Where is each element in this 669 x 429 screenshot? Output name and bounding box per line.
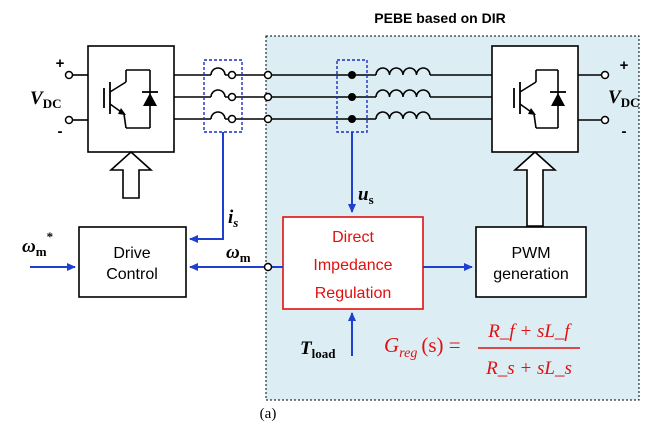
omega-m-label: ωm (226, 242, 251, 265)
dir-line2: Impedance (313, 257, 392, 274)
formula-numerator: R_f + sL_f (487, 321, 572, 342)
formula-lhs: Greg(s) = (384, 333, 461, 361)
omega-m-terminal (263, 262, 273, 272)
transfer-function: Greg(s) = R_f + sL_f R_s + sL_s (384, 321, 580, 379)
right-plus: + (620, 57, 629, 74)
line-terminals (263, 70, 273, 124)
drive-control-block: Drive Control (78, 226, 187, 298)
left-minus: - (58, 123, 63, 140)
right-inverter (491, 45, 579, 153)
dir-line3: Regulation (315, 285, 392, 302)
is-signal-line (189, 132, 224, 243)
dir-line1: Direct (332, 229, 374, 246)
right-dc-terminals: + - VDC (578, 57, 639, 140)
left-dc-terminals: + - VDC (30, 55, 88, 140)
omega-ref-label: ωm* (22, 229, 53, 259)
dir-block: Direct Impedance Regulation (282, 216, 424, 310)
pwm-line2: generation (493, 266, 569, 283)
pwm-line1: PWM (511, 245, 550, 262)
drive-control-line2: Control (106, 266, 158, 283)
figure-caption: (a) (260, 406, 277, 422)
tload-label: Tload (300, 338, 336, 361)
current-sensors (203, 59, 243, 133)
left-hollow-arrow (108, 150, 154, 199)
pwm-block: PWM generation (475, 226, 587, 298)
left-plus: + (56, 55, 65, 72)
us-label: us (358, 184, 374, 207)
region-title: PEBE based on DIR (374, 10, 505, 26)
formula-denominator: R_s + sL_s (485, 358, 572, 379)
right-minus: - (622, 123, 627, 140)
is-label: is (228, 207, 238, 230)
drive-control-line1: Drive (113, 245, 150, 262)
right-hollow-arrow (512, 150, 558, 227)
left-vdc-label: VDC (30, 88, 61, 111)
right-vdc-label: VDC (608, 87, 639, 110)
three-phase-lines (174, 67, 492, 120)
left-inverter (87, 45, 175, 153)
